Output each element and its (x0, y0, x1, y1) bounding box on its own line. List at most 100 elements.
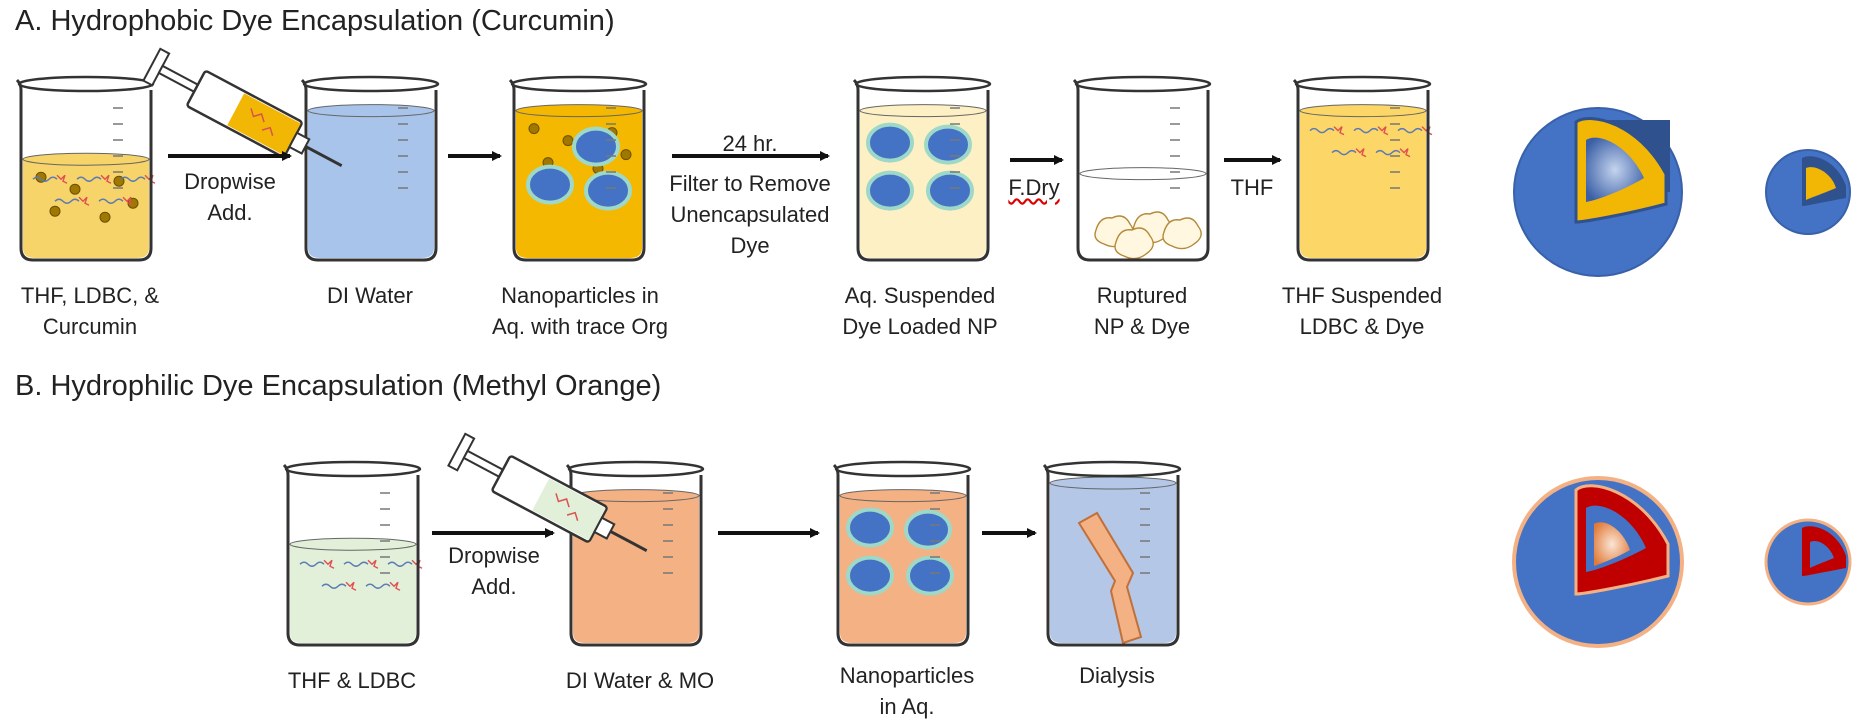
liquid-surface (1079, 167, 1207, 181)
dye-chain (76, 176, 102, 182)
section-b-title: B. Hydrophilic Dye Encapsulation (Methyl… (15, 370, 662, 402)
dye-chain (343, 561, 369, 567)
beaker-thf-suspended (1292, 75, 1433, 262)
dye-chain (299, 561, 325, 567)
nanoparticle (926, 170, 974, 211)
dye-molecule (100, 174, 112, 184)
particle-hydrophilic-large-icon (1512, 476, 1684, 648)
syringe-yellow-icon (142, 47, 343, 167)
liquid-surface (859, 104, 987, 118)
label-arrow-a5: THF (1230, 175, 1274, 200)
liquid-fill (1300, 110, 1426, 258)
beaker-di-water-mo (565, 460, 705, 647)
beaker-nanoparticles-in-aq (832, 460, 972, 647)
liquid-fill (308, 110, 434, 258)
dye-chain (321, 583, 347, 589)
label-beaker-a1: THF, LDBC, & Curcumin (20, 283, 160, 339)
label-beaker-b4: Dialysis (1079, 663, 1155, 688)
particle-dot (620, 149, 632, 161)
beaker-rim (17, 75, 155, 93)
beaker-rim (834, 460, 972, 478)
dye-chain (1331, 149, 1357, 156)
label-beaker-b1: THF & LDBC (287, 668, 417, 693)
syringe-green-icon (447, 432, 648, 552)
beaker-ruptured-np (1072, 75, 1212, 262)
label-arrow-b1: Dropwise Add. (448, 543, 540, 599)
particle-dot (99, 211, 111, 223)
liquid-surface (1049, 476, 1177, 490)
label-beaker-a2: DI Water (327, 283, 413, 308)
dye-molecule (56, 174, 68, 184)
label-beaker-b2: DI Water & MO (565, 668, 715, 693)
dye-molecule (389, 581, 401, 591)
ruptured-np (1162, 217, 1202, 250)
nanoparticle (526, 164, 574, 205)
dye-molecule (78, 196, 90, 206)
dye-molecule (345, 581, 357, 591)
dye-molecule (122, 196, 134, 206)
beaker-rim (854, 75, 992, 93)
particle-hydrophobic-small-icon (1765, 149, 1851, 235)
nanoparticle (866, 122, 914, 163)
dye-chain (365, 583, 391, 589)
label-arrow-a3: Filter to Remove Unencapsulated Dye (669, 171, 831, 258)
beaker-thf-ldbc-curcumin (15, 75, 156, 262)
label-beaker-a4: Aq. Suspended Dye Loaded NP (842, 283, 998, 339)
nanoparticle (846, 555, 894, 596)
nanoparticle (866, 170, 914, 211)
beaker-rim (567, 460, 705, 478)
liquid-surface (22, 152, 150, 166)
label-arrow-a1: Dropwise Add. (184, 169, 276, 225)
dye-molecule (1355, 148, 1367, 158)
dye-chain (1397, 127, 1423, 134)
beaker-rim (1294, 75, 1432, 93)
dye-chain (387, 561, 413, 567)
beaker-dialysis (1042, 460, 1182, 647)
dye-molecule (323, 559, 335, 569)
liquid-surface (307, 104, 435, 118)
dye-molecule (1377, 126, 1389, 136)
nanoparticle (584, 170, 632, 211)
particle-hydrophobic-large-icon (1513, 107, 1683, 277)
label-beaker-b3: Nanoparticles in Aq. (839, 663, 975, 719)
beaker-nanoparticles-trace-org (508, 75, 648, 262)
label-arrow-a4: F.Dry (1008, 175, 1060, 200)
particle-dot (562, 135, 574, 147)
dye-chain (54, 198, 80, 204)
liquid-fill (290, 544, 416, 643)
dye-molecule (1333, 126, 1345, 136)
label-beaker-a5: Ruptured NP & Dye (1093, 283, 1191, 339)
beaker-rim (510, 75, 648, 93)
section-a-title: A. Hydrophobic Dye Encapsulation (Curcum… (15, 5, 615, 37)
label-beaker-a3: Nanoparticles in Aq. with trace Org (491, 283, 669, 339)
particle-dot (69, 183, 81, 195)
dye-chain (120, 176, 146, 182)
particle-dot (528, 123, 540, 135)
liquid-surface (839, 489, 967, 503)
nanoparticle (924, 124, 972, 165)
dye-chain (1353, 127, 1379, 134)
beaker-aq-suspended-np (852, 75, 992, 262)
beaker-di-water (300, 75, 440, 262)
label-beaker-a6: THF Suspended LDBC & Dye (1281, 283, 1443, 339)
particle-hydrophilic-small-icon (1764, 518, 1852, 606)
beaker-rim (1074, 75, 1212, 93)
liquid-surface (1299, 104, 1427, 118)
nanoparticle (904, 509, 952, 550)
dye-chain (98, 198, 124, 204)
liquid-surface (289, 537, 417, 551)
nanoparticle (846, 507, 894, 548)
nanoparticle (572, 126, 620, 167)
dye-molecule (367, 559, 379, 569)
particle-dot (49, 205, 61, 217)
dye-chain (1309, 127, 1335, 134)
liquid-surface (515, 104, 643, 118)
dialysis-bag (1077, 511, 1143, 645)
dye-molecule (1399, 148, 1411, 158)
nanoparticle (906, 555, 954, 596)
ruptured-np (1114, 227, 1154, 260)
beaker-rim (1044, 460, 1182, 478)
dye-chain (1375, 149, 1401, 156)
dye-chain (32, 176, 58, 182)
